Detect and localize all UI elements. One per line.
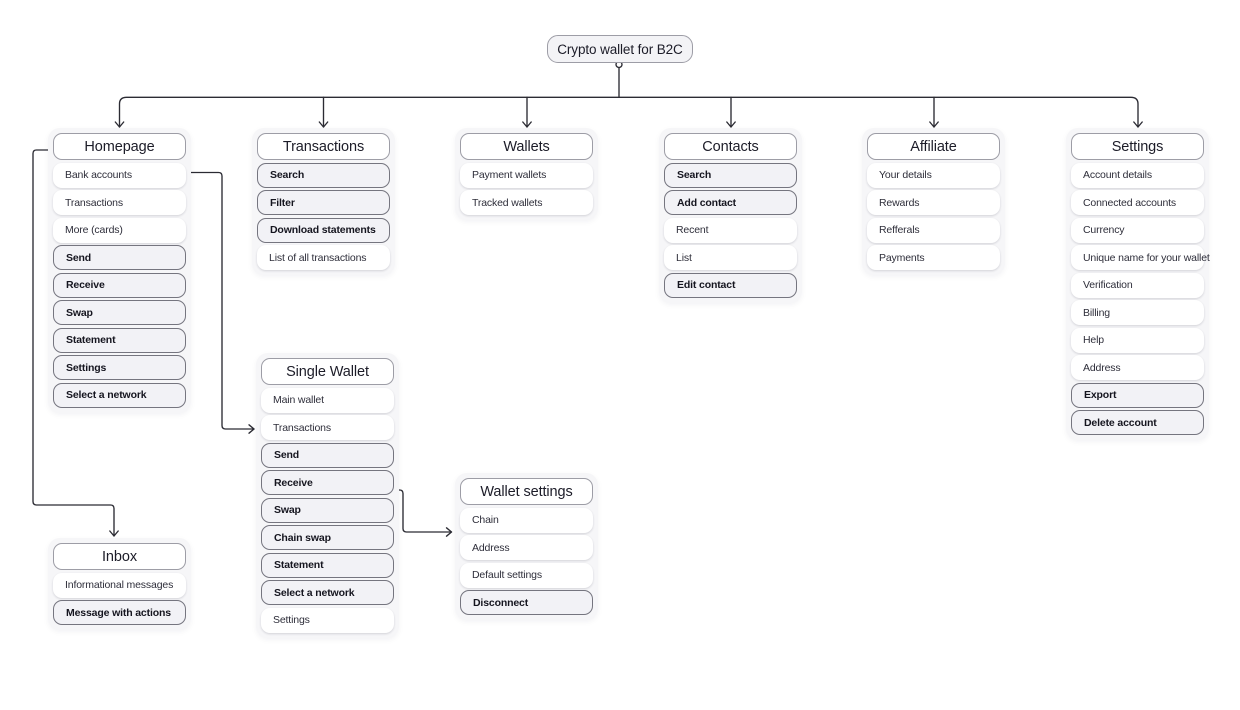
item-informational-messages: Informational messages (53, 572, 186, 598)
item-default-settings: Default settings (460, 562, 593, 588)
item-main-wallet: Main wallet (261, 387, 394, 413)
group-wallets: Wallets Payment wallets Tracked wallets (455, 128, 598, 220)
group-homepage: Homepage Bank accounts Transactions More… (48, 128, 191, 413)
item-bank-accounts: Bank accounts (53, 162, 186, 188)
arrowhead-single-wallet (248, 424, 255, 434)
item-disconnect: Disconnect (460, 590, 593, 615)
item-account-details: Account details (1071, 162, 1204, 188)
item-swap: Swap (53, 300, 186, 325)
group-single-wallet-header: Single Wallet (261, 358, 394, 385)
item-address: Address (1071, 355, 1204, 380)
item-sw-send: Send (261, 442, 394, 468)
connector-bus (118, 96, 1139, 128)
item-tracked-wallets: Tracked wallets (460, 190, 593, 215)
item-ws-address: Address (460, 535, 593, 560)
group-transactions: Transactions Search Filter Download stat… (252, 128, 395, 275)
item-sw-statement: Statement (261, 552, 394, 578)
item-add-contact: Add contact (664, 190, 797, 215)
item-receive: Receive (53, 272, 186, 298)
item-list: List (664, 245, 797, 270)
arrowhead-affiliate (929, 121, 939, 128)
connector-homepage-to-single-wallet (189, 171, 255, 430)
item-search: Search (257, 162, 390, 188)
item-list-of-all-transactions: List of all transactions (257, 245, 390, 270)
root-node: Crypto wallet for B2C (547, 35, 693, 63)
arrowhead-settings (1133, 121, 1143, 128)
arrowhead-wallet-settings (445, 527, 453, 537)
item-help: Help (1071, 327, 1204, 353)
item-more-cards: More (cards) (53, 217, 186, 243)
group-settings-header: Settings (1071, 133, 1204, 160)
item-sw-transactions: Transactions (261, 415, 394, 440)
item-unique-name: Unique name for your wallet (1071, 245, 1210, 270)
arrowhead-homepage (114, 121, 125, 128)
item-download-statements: Download statements (257, 217, 390, 243)
item-billing: Billing (1071, 300, 1204, 325)
item-chain-swap: Chain swap (261, 525, 394, 550)
item-edit-contact: Edit contact (664, 272, 797, 298)
group-single-wallet: Single Wallet Main wallet Transactions S… (256, 353, 399, 638)
root-node-label: Crypto wallet for B2C (557, 41, 683, 57)
item-send: Send (53, 245, 186, 270)
item-delete-account: Delete account (1071, 410, 1204, 435)
item-recent: Recent (664, 217, 797, 243)
item-transactions: Transactions (53, 190, 186, 215)
item-sw-settings: Settings (261, 607, 394, 633)
item-sw-select-a-network: Select a network (261, 580, 394, 605)
item-statement: Statement (53, 327, 186, 353)
group-settings: Settings Account details Connected accou… (1066, 128, 1210, 440)
group-affiliate-header: Affiliate (867, 133, 1000, 160)
group-inbox: Inbox Informational messages Message wit… (48, 538, 191, 630)
item-filter: Filter (257, 190, 390, 215)
item-payments: Payments (867, 245, 1000, 270)
group-homepage-header: Homepage (53, 133, 186, 160)
group-inbox-header: Inbox (53, 543, 186, 570)
item-sw-receive: Receive (261, 470, 394, 495)
item-refferals: Refferals (867, 217, 1000, 243)
item-your-details: Your details (867, 162, 1000, 188)
item-rewards: Rewards (867, 190, 1000, 215)
item-export: Export (1071, 382, 1204, 408)
group-wallets-header: Wallets (460, 133, 593, 160)
connector-single-wallet-to-wallet-settings (393, 489, 453, 533)
group-wallet-settings: Wallet settings Chain Address Default se… (455, 473, 598, 620)
arrowhead-inbox (109, 530, 119, 537)
item-message-with-actions: Message with actions (53, 600, 186, 625)
group-transactions-header: Transactions (257, 133, 390, 160)
group-contacts: Contacts Search Add contact Recent List … (659, 128, 802, 303)
item-contact-search: Search (664, 162, 797, 188)
item-payment-wallets: Payment wallets (460, 162, 593, 188)
arrowhead-contacts (726, 121, 736, 128)
arrowhead-wallets (522, 121, 532, 128)
group-contacts-header: Contacts (664, 133, 797, 160)
item-select-a-network: Select a network (53, 382, 186, 408)
item-sw-swap: Swap (261, 497, 394, 523)
group-affiliate: Affiliate Your details Rewards Refferals… (862, 128, 1005, 275)
item-connected-accounts: Connected accounts (1071, 190, 1204, 215)
item-settings: Settings (53, 355, 186, 380)
item-currency: Currency (1071, 217, 1204, 243)
item-chain: Chain (460, 507, 593, 533)
group-wallet-settings-header: Wallet settings (460, 478, 593, 505)
arrowhead-transactions (318, 121, 329, 128)
item-verification: Verification (1071, 272, 1204, 298)
